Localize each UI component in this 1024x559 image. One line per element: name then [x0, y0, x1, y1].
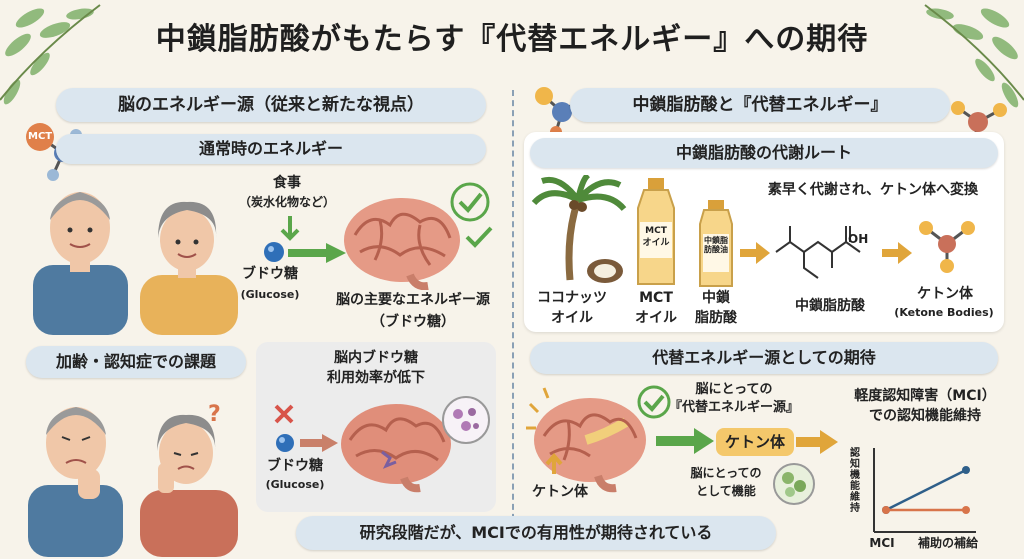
mcfa-short-label-2: 脂肪酸 [695, 310, 737, 326]
worried-couple-illustration [28, 407, 238, 557]
glucose-label-2: ブドウ糖 [267, 458, 323, 474]
mci-line-chart [873, 448, 976, 533]
ketone-molecule-icon [919, 221, 975, 273]
coconut-label: ココナッツ [537, 290, 607, 306]
orange-arrow-icon-2 [882, 242, 912, 264]
issue-title: 脳内ブドウ糖 [334, 350, 418, 366]
cell-zoom-icon [773, 463, 815, 505]
cross-icon [274, 404, 294, 424]
glucose-en-label: (Glucose) [240, 288, 300, 301]
chart-ylabel: 認知機能維持 [850, 448, 860, 514]
route-header: 中鎖脂肪酸の代謝ルート [530, 138, 998, 168]
normal-energy-header: 通常時のエネルギー [56, 134, 486, 164]
mcfa-label: 中鎖脂肪酸 [795, 298, 865, 314]
glowing-brain-illustration [526, 387, 646, 493]
elderly-couple-illustration [33, 192, 238, 335]
mcfa-oil-bottle [699, 200, 733, 287]
chart-series-line-0 [885, 468, 967, 512]
orange-arrow-icon [740, 242, 770, 264]
right-section-header: 中鎖脂肪酸と『代替エネルギー』 [570, 88, 950, 122]
left-section-header: 脳のエネルギー源（従来と新たな視点） [56, 88, 486, 122]
mct-oil-label-2: オイル [635, 310, 677, 326]
mcfa-short-label: 中鎖 [702, 290, 730, 306]
mci-label-1: 軽度認知障害（MCI） [854, 388, 996, 404]
chart-point-0-1 [962, 466, 970, 474]
mct-badge-label: MCT [28, 131, 53, 142]
question-mark-icon: ? [208, 402, 221, 427]
column-divider [512, 90, 514, 530]
aging-issue-header: 加齢・認知症での課題 [26, 346, 246, 378]
brain-main-energy-sublabel: （ブドウ糖） [371, 314, 455, 330]
mcfa-structure-diagram [775, 226, 861, 279]
function-label-1: 脳にとっての [690, 466, 762, 480]
check-circle-icon-2 [637, 385, 671, 419]
glucose-label: ブドウ糖 [242, 266, 298, 282]
glucose-en-label-2: (Glucose) [265, 478, 325, 491]
brain-illustration-2 [341, 404, 451, 493]
ketone-label: ケトン体 [917, 286, 973, 302]
mcfa-bottle-label: 中鎖脂肪酸油 [704, 236, 728, 255]
green-arrow-icon [656, 428, 714, 454]
issue-subtitle: 利用効率が低下 [327, 370, 425, 386]
mci-label-2: での認知機能維持 [869, 408, 981, 424]
function-label-2: として機能 [696, 484, 756, 498]
chart-xlabel-1: MCI [869, 536, 895, 550]
up-arrow-icon [545, 452, 563, 474]
ketone-en-label: (Ketone Bodies) [894, 306, 994, 319]
right-arrow-icon [288, 243, 346, 263]
orange-arrow-icon-3 [796, 430, 838, 454]
brain-alt-label-2: 『代替エネルギー源』 [668, 400, 799, 415]
ketone-brain-label: ケトン体 [532, 484, 588, 500]
food-label: 食事 [273, 175, 301, 191]
brain-main-energy-label: 脳の主要なエネルギー源 [336, 292, 490, 308]
coconut-label-2: オイル [551, 310, 593, 326]
food-sublabel: （炭水化物など） [238, 195, 335, 209]
ketone-box: ケトン体 [716, 428, 794, 456]
down-arrow-icon [280, 216, 300, 241]
footer-banner: 研究段階だが、MCIでの有用性が期待されている [296, 516, 776, 550]
chart-xlabel-2: 補助の補給 [917, 536, 978, 550]
page-title: 中鎖脂肪酸がもたらす『代替エネルギー』への期待 [155, 22, 869, 57]
glucose-molecule-icon-2 [276, 434, 294, 452]
brain-alt-label: 脳にとっての [695, 382, 773, 397]
mct-oil-label: MCT [639, 290, 673, 306]
glucose-molecule-icon [264, 242, 284, 262]
weak-arrow-icon [300, 434, 338, 452]
check-icon [465, 226, 493, 248]
check-circle-icon [450, 182, 490, 222]
oh-label: OH [848, 232, 869, 246]
chart-point-1-0 [882, 506, 890, 514]
chart-point-1-1 [962, 506, 970, 514]
plaque-zoom-icon [442, 396, 490, 444]
alt-energy-header: 代替エネルギー源としての期待 [530, 342, 998, 374]
route-description: 素早く代謝され、ケトン体へ変換 [767, 182, 979, 198]
mct-oil-bottle [637, 178, 675, 285]
brain-illustration [344, 198, 460, 290]
coconut-tree-illustration [531, 175, 627, 283]
